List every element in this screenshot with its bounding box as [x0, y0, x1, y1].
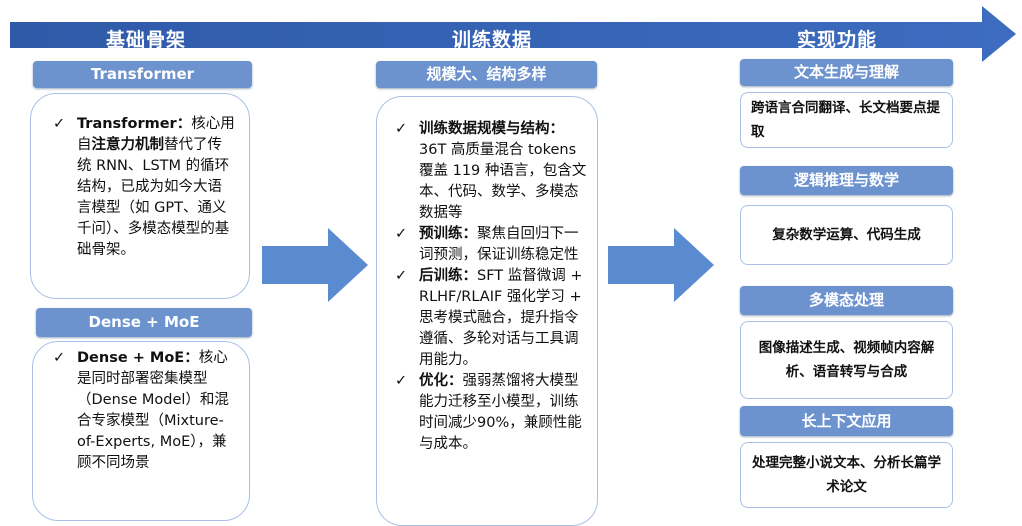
- training-data-box: ✓ 训练数据规模与结构： 36T 高质量混合 tokens覆盖 119 种语言，包含…: [376, 96, 598, 526]
- capability-box-text: 跨语言合同翻译、长文档要点提取: [740, 92, 953, 148]
- training-data-header: 规模大、结构多样: [376, 61, 597, 88]
- bullet-text: SFT 监督微调 + RLHF/RLAIF 强化学习 + 思考模式融合，提升指令…: [419, 268, 583, 368]
- bullet-text: 强弱蒸馏将大模型能力迁移至小模型，训练时间减少90%，兼顾性能与成本。: [419, 373, 582, 452]
- dense-moe-header: Dense + MoE: [36, 308, 252, 337]
- check-icon: ✓: [53, 116, 66, 132]
- bullet-title: 后训练：: [419, 268, 477, 284]
- capability-box-reasoning: 复杂数学运算、代码生成: [740, 205, 953, 265]
- check-icon: ✓: [395, 226, 408, 242]
- flow-arrow-icon: [262, 228, 368, 302]
- bullet-text: 核心用自: [77, 116, 235, 153]
- bullet-title: Dense + MoE：: [77, 350, 199, 366]
- dense-moe-box: ✓ Dense + MoE：核心是同时部署密集模型（Dense Model）和混合…: [32, 341, 250, 521]
- stage-title-foundation: 基础骨架: [106, 29, 187, 51]
- transformer-header: Transformer: [33, 61, 252, 88]
- check-icon: ✓: [395, 373, 408, 389]
- capability-header-reasoning: 逻辑推理与数学: [740, 166, 953, 195]
- process-banner: [10, 6, 1016, 68]
- check-icon: ✓: [395, 268, 408, 284]
- bullet-text: 聚焦自回归下一词预测，保证训练稳定性: [419, 226, 579, 263]
- check-icon: ✓: [53, 350, 66, 366]
- training-bullet-data: ✓ 训练数据规模与结构： 36T 高质量混合 tokens覆盖 119 种语言，包含…: [389, 119, 587, 224]
- training-bullet-posttrain: ✓ 后训练：SFT 监督微调 + RLHF/RLAIF 强化学习 + 思考模式融合…: [389, 266, 587, 371]
- capability-box-long-context: 处理完整小说文本、分析长篇学术论文: [740, 442, 953, 508]
- banner-arrow-shape: [10, 6, 1016, 62]
- bullet-title: 训练数据规模与结构：: [419, 121, 564, 137]
- transformer-bullet: ✓ Transformer：核心用自注意力机制替代了传统 RNN、LSTM 的循环…: [47, 114, 235, 261]
- bullet-title: Transformer：: [77, 116, 192, 132]
- capability-header-long-context: 长上下文应用: [740, 406, 953, 436]
- dense-moe-bullet: ✓ Dense + MoE：核心是同时部署密集模型（Dense Model）和混合…: [47, 348, 235, 474]
- check-icon: ✓: [395, 121, 408, 137]
- bullet-text: 替代了传统 RNN、LSTM 的循环结构，已成为如今大语言模型（如 GPT、通义…: [77, 137, 230, 258]
- training-bullet-optimization: ✓ 优化：强弱蒸馏将大模型能力迁移至小模型，训练时间减少90%，兼顾性能与成本。: [389, 371, 587, 455]
- capability-header-text: 文本生成与理解: [740, 59, 953, 86]
- stage-title-training: 训练数据: [452, 29, 533, 51]
- transformer-box: ✓ Transformer：核心用自注意力机制替代了传统 RNN、LSTM 的循环…: [30, 93, 250, 299]
- flow-arrow-icon: [608, 228, 714, 302]
- training-bullet-pretrain: ✓ 预训练：聚焦自回归下一词预测，保证训练稳定性: [389, 224, 587, 266]
- bullet-title: 预训练：: [419, 226, 477, 242]
- capability-box-multimodal: 图像描述生成、视频帧内容解析、语音转写与合成: [740, 321, 953, 399]
- bullet-text: 36T 高质量混合 tokens覆盖 119 种语言，包含文本、代码、数学、多模…: [419, 142, 587, 221]
- stage-title-capabilities: 实现功能: [797, 29, 878, 51]
- bullet-text: 核心是同时部署密集模型（Dense Model）和混合专家模型（Mixture-…: [77, 350, 229, 471]
- bullet-emphasis: 注意力机制: [91, 137, 165, 153]
- bullet-title: 优化：: [419, 373, 463, 389]
- capability-header-multimodal: 多模态处理: [740, 286, 953, 315]
